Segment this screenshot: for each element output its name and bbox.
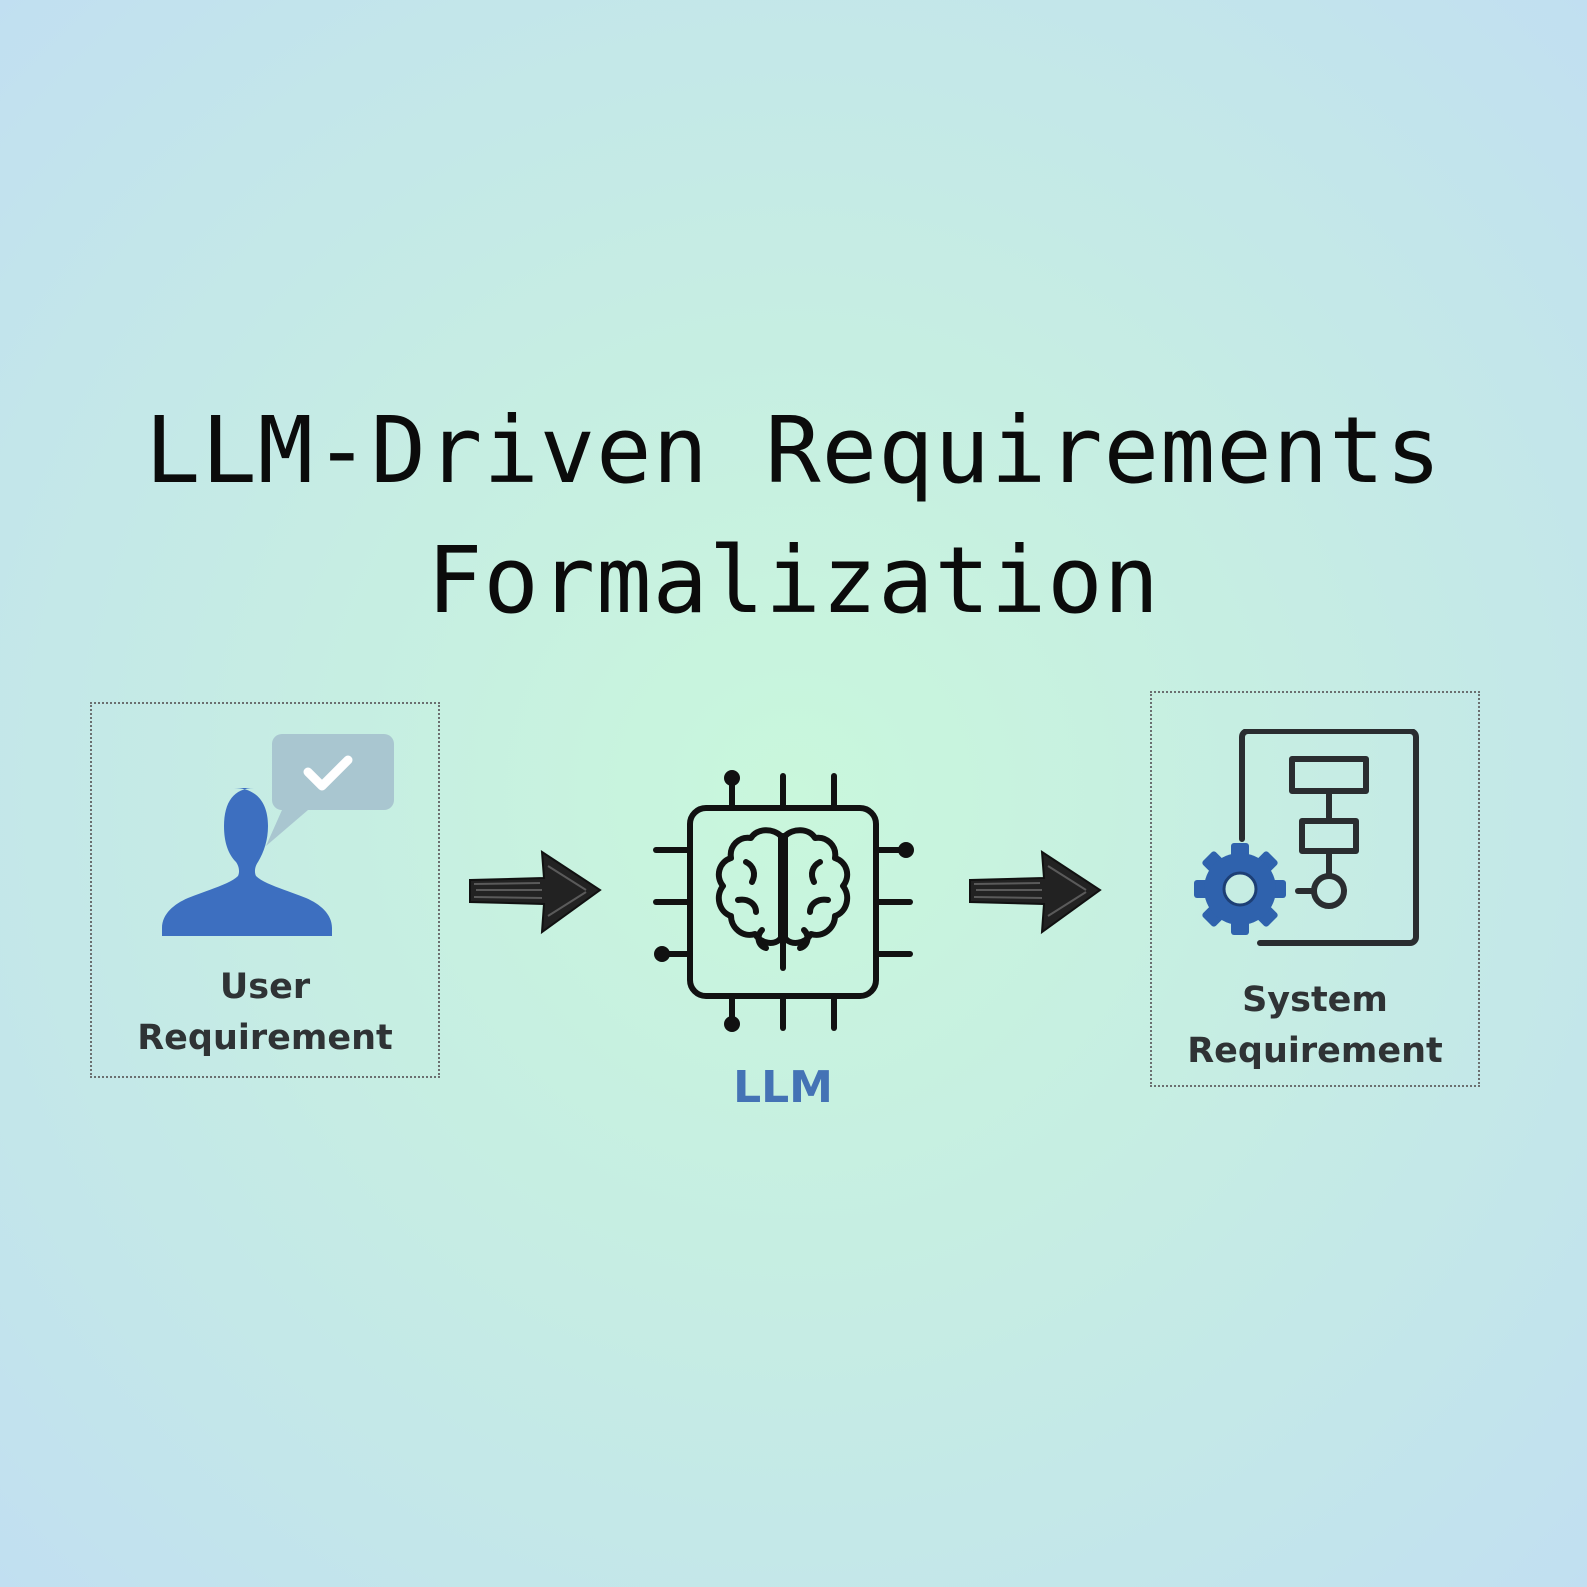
- llm-label: LLM: [733, 1062, 833, 1113]
- right-arrow-icon: [469, 850, 602, 935]
- system-requirement-label-line-2: Requirement: [1187, 1031, 1443, 1071]
- user-requirement-label-line-2: Requirement: [137, 1018, 393, 1058]
- user-requirement-label-line-1: User: [219, 967, 311, 1007]
- title-line-1: LLM-Driven Requirements: [145, 397, 1442, 504]
- user-requirement-label: User Requirement: [92, 962, 438, 1064]
- system-requirement-node: System Requirement: [1150, 691, 1480, 1087]
- system-requirement-label-line-1: System: [1242, 980, 1388, 1020]
- system-requirement-label: System Requirement: [1152, 975, 1478, 1077]
- right-arrow-icon: [969, 850, 1102, 935]
- user-speech-check-icon: [162, 734, 394, 936]
- brain-chip-icon: [653, 770, 914, 1032]
- title-line-2: Formalization: [426, 527, 1161, 634]
- gear-flowchart-icon: [1194, 729, 1419, 946]
- user-requirement-node: User Requirement: [90, 702, 440, 1078]
